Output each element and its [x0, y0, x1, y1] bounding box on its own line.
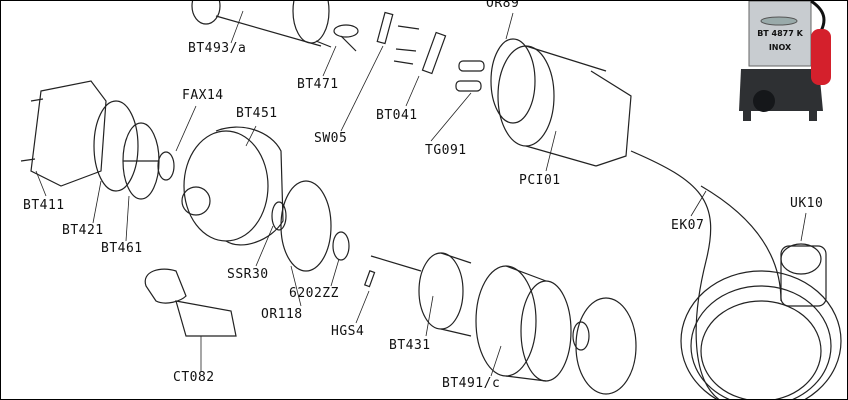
part-6202zz [332, 231, 350, 261]
part-bottom-cover [572, 297, 637, 395]
label-or89: OR89 [486, 0, 520, 11]
label-bt431: BT431 [389, 338, 431, 353]
label-ssr30: SSR30 [227, 267, 269, 282]
photo-model-text: BT 4877 K [757, 29, 803, 38]
label-pci01: PCI01 [519, 173, 561, 188]
label-bt471: BT471 [297, 77, 339, 92]
label-uk10: UK10 [790, 196, 824, 211]
label-or118: OR118 [261, 307, 303, 322]
label-bt461: BT461 [101, 241, 143, 256]
label-bt491c: BT491/c [442, 376, 501, 391]
label-6202zz: 6202ZZ [289, 286, 339, 301]
photo-material-text: INOX [768, 43, 792, 52]
part-hgs4 [363, 270, 376, 288]
label-ct082: CT082 [173, 370, 215, 385]
label-bt451: BT451 [236, 106, 278, 121]
part-ek07-cable [630, 150, 842, 399]
label-hgs4: HGS4 [331, 324, 365, 339]
part-tg091 [455, 60, 485, 92]
label-tg091: TG091 [425, 143, 467, 158]
label-bt421: BT421 [62, 223, 104, 238]
part-bt451 [181, 126, 284, 246]
part-bt421 [93, 100, 139, 192]
part-or89 [490, 38, 536, 124]
product-photo: BT 4877 K INOX [701, 1, 847, 126]
part-bt471 [292, 1, 359, 52]
leader-lines [35, 10, 807, 377]
label-bt493a: BT493/a [188, 41, 247, 56]
part-bt411 [20, 80, 107, 187]
label-bt411: BT411 [23, 198, 65, 213]
part-ct082 [144, 268, 237, 337]
part-bt041 [393, 25, 447, 75]
part-or118 [280, 180, 332, 272]
part-fax14 [157, 151, 175, 181]
part-bt491c [475, 265, 572, 382]
part-bt461 [122, 122, 160, 200]
label-sw05: SW05 [314, 131, 348, 146]
part-sw05 [376, 11, 394, 45]
label-bt041: BT041 [376, 108, 418, 123]
part-pci01 [497, 45, 632, 167]
label-fax14: FAX14 [182, 88, 224, 103]
part-bt493a [191, 1, 332, 48]
part-uk10-float [780, 243, 827, 307]
label-ek07: EK07 [671, 218, 705, 233]
part-ssr30 [271, 201, 287, 231]
part-bt431 [370, 252, 472, 337]
